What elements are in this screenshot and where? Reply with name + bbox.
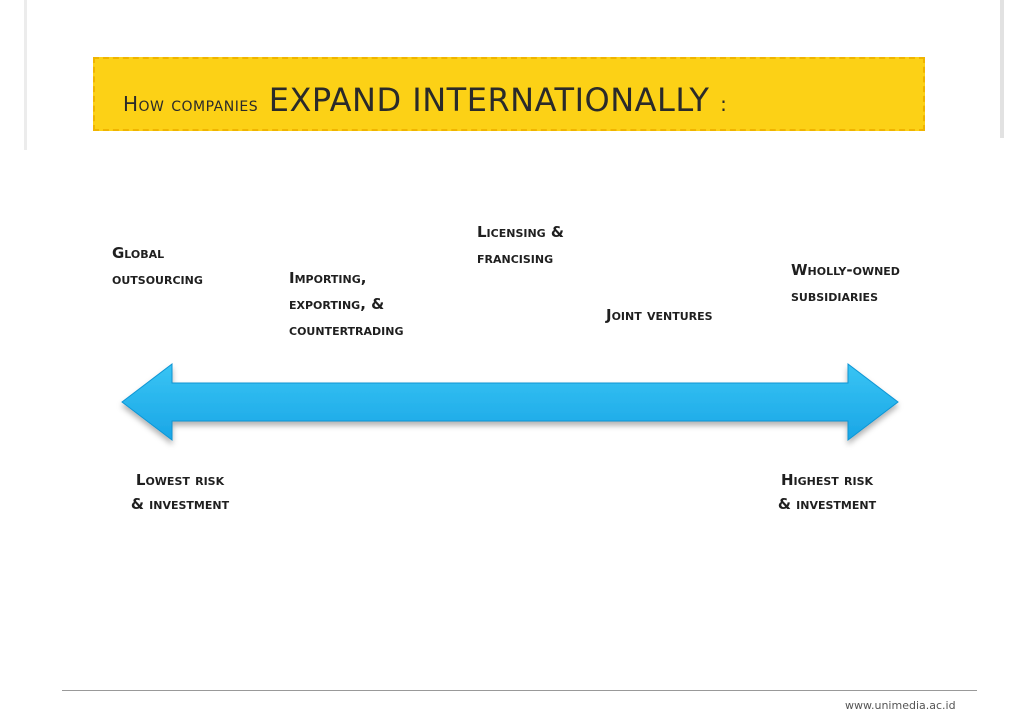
label-line: Licensing &: [477, 223, 564, 241]
footer-divider: [62, 690, 977, 691]
risk-line: & investment: [777, 495, 877, 513]
label-importing-exporting: Importing, exporting, & countertrading: [289, 265, 404, 343]
double-arrow-shape: [121, 362, 899, 442]
title-suffix: :: [720, 92, 728, 116]
risk-line: & investment: [130, 495, 230, 513]
footer-url: www.unimedia.ac.id: [845, 699, 956, 712]
label-line: outsourcing: [112, 270, 203, 288]
label-line: Joint ventures: [606, 306, 713, 324]
label-line: subsidiaries: [791, 287, 878, 305]
title-main: EXPAND INTERNATIONALLY: [268, 81, 710, 119]
label-line: Wholly-owned: [791, 261, 900, 279]
risk-line: Lowest risk: [135, 471, 225, 489]
title-banner: How companies EXPAND INTERNATIONALLY :: [93, 57, 925, 131]
lowest-risk-label: Lowest risk & investment: [112, 468, 248, 516]
decorative-line-left: [24, 0, 27, 150]
label-line: Importing,: [289, 269, 367, 287]
label-line: exporting, &: [289, 295, 385, 313]
label-line: francising: [477, 249, 554, 267]
label-global-outsourcing: Global outsourcing: [112, 240, 203, 292]
label-wholly-owned: Wholly-owned subsidiaries: [791, 257, 900, 309]
label-line: Global: [112, 244, 165, 262]
label-licensing: Licensing & francising: [477, 219, 564, 271]
slide-title: How companies EXPAND INTERNATIONALLY :: [123, 81, 727, 119]
highest-risk-label: Highest risk & investment: [757, 468, 897, 516]
label-line: countertrading: [289, 321, 404, 339]
title-prefix: How companies: [123, 92, 259, 116]
risk-line: Highest risk: [780, 471, 874, 489]
risk-spectrum-arrow: [121, 362, 899, 442]
label-joint-ventures: Joint ventures: [606, 302, 713, 328]
decorative-line-right: [1000, 0, 1004, 138]
